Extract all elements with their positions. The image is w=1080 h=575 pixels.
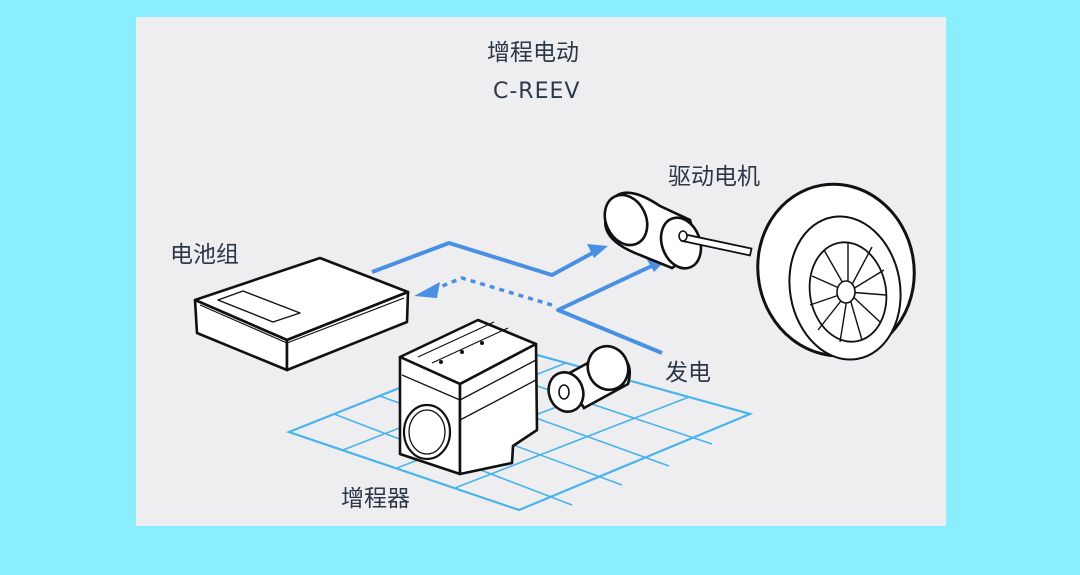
- flow-generator-to-battery: [434, 276, 553, 307]
- wheel-illustration: [756, 182, 916, 361]
- generator-illustration: [547, 344, 632, 413]
- battery-pack-illustration: [193, 256, 410, 372]
- drive-motor-label: 驱动电机: [668, 164, 760, 190]
- range-extender-label: 增程器: [341, 486, 410, 512]
- range-extender-illustration: [398, 318, 539, 476]
- flow-generator-to-motor: [556, 261, 663, 355]
- arrowhead-battery-to-motor: [587, 244, 608, 258]
- flow-arrows: [371, 241, 668, 355]
- diagram-title: 增程电动: [487, 40, 579, 66]
- generation-label: 发电: [665, 360, 711, 386]
- arrowhead-generator-to-battery: [414, 282, 440, 298]
- diagram-subtitle: C-REEV: [493, 79, 581, 104]
- drive-motor-illustration: [603, 191, 753, 270]
- flow-battery-to-motor: [371, 241, 599, 277]
- battery-pack-label: 电池组: [170, 242, 239, 268]
